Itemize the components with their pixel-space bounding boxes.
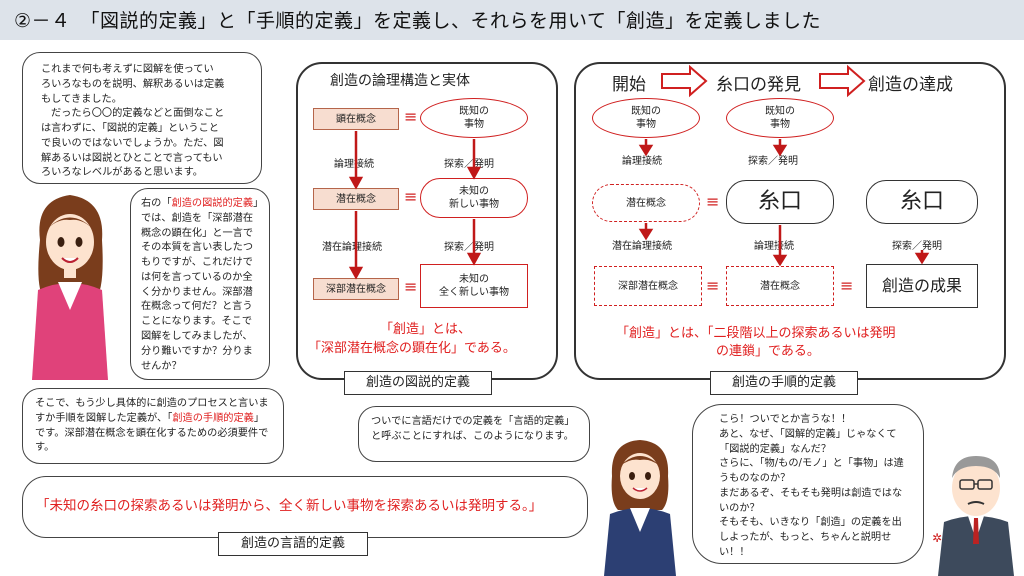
figurative-conclusion: 「深部潜在概念の顕在化」である。 — [308, 341, 516, 356]
proc-col1-known: 既知の 事物 — [592, 98, 700, 138]
intro-speech-bubble: これまで何も考えずに図解を使ってい ろいろなものを説明、解釈あるいは定義 もして… — [22, 52, 262, 184]
proc-col1-latent: 潜在概念 — [592, 184, 700, 222]
concept-explicit: 顕在概念 — [313, 108, 399, 130]
procedural-definition-label: 創造の手順的定義 — [710, 371, 858, 395]
lingual-definition-box — [22, 476, 588, 538]
link-explore: 探索／発明 — [444, 242, 494, 253]
proc-col1-deep-latent: 深部潜在概念 — [594, 266, 702, 306]
title-bar — [0, 0, 1024, 40]
critic-line: あと、なぜ、「図解的定義」じゃなくて「図説的定義」なんだ？ — [719, 428, 897, 455]
equiv-mark: ≡ — [840, 276, 854, 295]
page-title: ②－４ 「図説的定義」と「手順的定義」を定義し、それらを用いて「創造」を定義しま… — [14, 10, 821, 32]
equiv-mark: ≡ — [404, 107, 418, 126]
link-logical: 論理接続 — [334, 159, 374, 170]
figurative-definition-label: 創造の図説的定義 — [344, 371, 492, 395]
explanation-highlight: 創造の図説的定義 — [171, 198, 254, 209]
proc-col3-link2: 探索／発明 — [892, 241, 942, 252]
figurative-panel-heading: 創造の論理構造と実体 — [330, 73, 470, 89]
lingual-speech-bubble: ついでに言語だけでの定義を「言語的定義」と呼ぶことにすれば、このようになります。 — [358, 406, 590, 462]
proc-col1-link1: 論理接続 — [622, 156, 662, 167]
woman-pointing-illustration — [604, 440, 676, 576]
explanation-post: 」では、創造を「深部潜在概念の顕在化」と一言でその本質を言い表したつもりですが、… — [141, 198, 259, 372]
intro-line: ろいろなレベルがあると思います。 — [41, 167, 203, 179]
step-clue-discovery: 糸口の発見 — [716, 75, 801, 95]
explanation-speech-bubble: 右の「創造の図説的定義」では、創造を「深部潜在概念の顕在化」と一言でその本質を言… — [130, 188, 270, 380]
intro-line: これまで何も考えずに図解を使ってい — [41, 64, 214, 75]
proc-col2-link1: 探索／発明 — [748, 156, 798, 167]
step-creation-achieved: 創造の達成 — [868, 75, 953, 95]
equiv-mark: ≡ — [706, 192, 720, 211]
intro-line: で良いのではないでしょうか。ただ、図 — [41, 137, 224, 149]
figurative-conclusion: 「創造」とは、 — [380, 322, 472, 337]
lingual-definition-text: 「未知の糸口の探索あるいは発明から、全く新しい事物を探索あるいは発明する。」 — [36, 498, 543, 514]
woman-presenter-illustration — [32, 195, 108, 380]
link-explore: 探索／発明 — [444, 159, 494, 170]
proc-col3-result: 創造の成果 — [866, 264, 978, 308]
intro-line: は言わずに、「図説的定義」ということ — [41, 123, 219, 135]
svg-text:✲: ✲ — [932, 531, 942, 545]
proc-col3-clue: 糸口 — [866, 180, 978, 224]
proc-col1-link2: 潜在論理接続 — [612, 241, 672, 252]
equiv-mark: ≡ — [706, 276, 720, 295]
equiv-mark: ≡ — [404, 187, 418, 206]
equiv-mark: ≡ — [404, 277, 418, 296]
entity-unknown-new: 未知の 新しい事物 — [420, 178, 528, 218]
intro-line: ろいろなものを説明、解釈あるいは定義 — [41, 78, 225, 90]
critic-speech-bubble: こら！ついでとか言うな！！ あと、なぜ、「図解的定義」じゃなくて「図説的定義」な… — [692, 404, 924, 564]
process-highlight: 創造の手順的定義 — [172, 412, 254, 424]
critic-line: まだあるぞ、そもそも発明は創造ではないのか？ — [719, 487, 903, 514]
proc-col2-link2: 論理接続 — [754, 241, 794, 252]
proc-col2-latent: 潜在概念 — [726, 266, 834, 306]
step-start: 開始 — [612, 75, 646, 95]
intro-line: もしてきました。 — [41, 93, 122, 105]
intro-line: だったら〇〇的定義などと面倒なこと — [51, 108, 225, 120]
critic-line: そもそも、いきなり「創造」の定義を出しよったが、もっと、ちゃんと説明せい！！ — [719, 517, 902, 559]
entity-unknown-totally-new: 未知の 全く新しい事物 — [420, 264, 528, 308]
proc-col2-known: 既知の 事物 — [726, 98, 834, 138]
entity-known: 既知の 事物 — [420, 98, 528, 138]
critic-line: さらに、「物/もの/モノ」と「事物」は違うものなのか？ — [719, 458, 904, 485]
proc-col2-clue: 糸口 — [726, 180, 834, 224]
lingual-definition-label: 創造の言語的定義 — [218, 532, 368, 556]
critic-line: こら！ついでとか言うな！！ — [719, 414, 852, 425]
intro-line: 解あるいは図説とひとことで言ってもい — [41, 152, 223, 164]
process-post: 」です。深部潜在概念を顕在化するための必須要件です。 — [35, 412, 269, 454]
procedural-conclusion: の連鎖」である。 — [716, 344, 820, 359]
process-speech-bubble: そこで、もう少し具体的に創造のプロセスと言いますか手順を図解した定義が、「創造の… — [22, 388, 284, 464]
link-latent-logical: 潜在論理接続 — [322, 242, 382, 253]
process-pre: そこで、もう少し具体的に創造のプロセスと言いますか手順を図解した定義が、「 — [35, 398, 269, 424]
procedural-conclusion: 「創造」とは、「二段階以上の探索あるいは発明 — [616, 326, 896, 341]
angry-man-illustration: ✲ — [932, 456, 1014, 576]
explanation-pre: 右の「 — [141, 198, 172, 209]
